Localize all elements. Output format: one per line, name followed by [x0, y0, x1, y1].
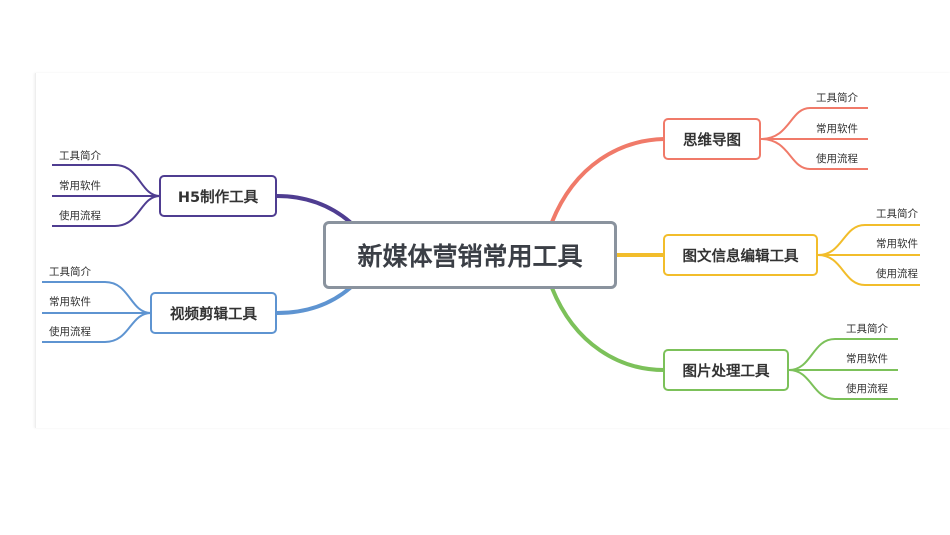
branch-h5-tools[interactable]: H5制作工具 [159, 175, 277, 217]
leaf-intro[interactable]: 工具简介 [876, 208, 918, 220]
leaf-process[interactable]: 使用流程 [876, 268, 918, 280]
leaf-connector [788, 369, 898, 400]
central-topic[interactable]: 新媒体营销常用工具 [323, 221, 617, 289]
leaf-connector [760, 107, 868, 140]
central-topic-label: 新媒体营销常用工具 [357, 242, 583, 271]
leaf-connector [52, 164, 161, 197]
connector-h5 [275, 194, 352, 224]
branch-mindmap[interactable]: 思维导图 [663, 118, 761, 160]
branch-label: 图片处理工具 [682, 363, 770, 380]
leaf-intro[interactable]: 工具简介 [816, 92, 858, 104]
leaf-intro[interactable]: 工具简介 [846, 323, 888, 335]
leaf-connector [760, 138, 868, 170]
connector-image [550, 286, 666, 372]
leaf-software[interactable]: 常用软件 [816, 123, 858, 135]
leaf-connector [52, 195, 161, 227]
leaf-software[interactable]: 常用软件 [846, 353, 888, 365]
leaf-connector [42, 312, 152, 343]
leaf-software[interactable]: 常用软件 [876, 238, 918, 250]
leaf-connector [817, 224, 920, 256]
branch-label: 思维导图 [683, 132, 741, 149]
branch-image-processing[interactable]: 图片处理工具 [663, 349, 789, 391]
branch-video-editing[interactable]: 视频剪辑工具 [150, 292, 277, 334]
leaf-intro[interactable]: 工具简介 [49, 266, 91, 278]
leaf-connector [42, 281, 152, 314]
branch-graphic-editing[interactable]: 图文信息编辑工具 [663, 234, 818, 276]
connector-mindmap [550, 137, 666, 224]
branch-label: H5制作工具 [177, 189, 259, 206]
leaf-intro[interactable]: 工具简介 [59, 150, 101, 162]
branch-label: 图文信息编辑工具 [682, 248, 799, 265]
leaf-connector [817, 254, 920, 286]
branch-label: 视频剪辑工具 [170, 306, 257, 323]
leaf-process[interactable]: 使用流程 [59, 210, 101, 222]
connector-video [275, 286, 352, 315]
leaf-connector [788, 338, 898, 371]
leaf-process[interactable]: 使用流程 [816, 153, 858, 165]
leaf-software[interactable]: 常用软件 [49, 296, 91, 308]
leaf-process[interactable]: 使用流程 [49, 326, 91, 338]
leaf-software[interactable]: 常用软件 [59, 180, 101, 192]
leaf-process[interactable]: 使用流程 [846, 383, 888, 395]
